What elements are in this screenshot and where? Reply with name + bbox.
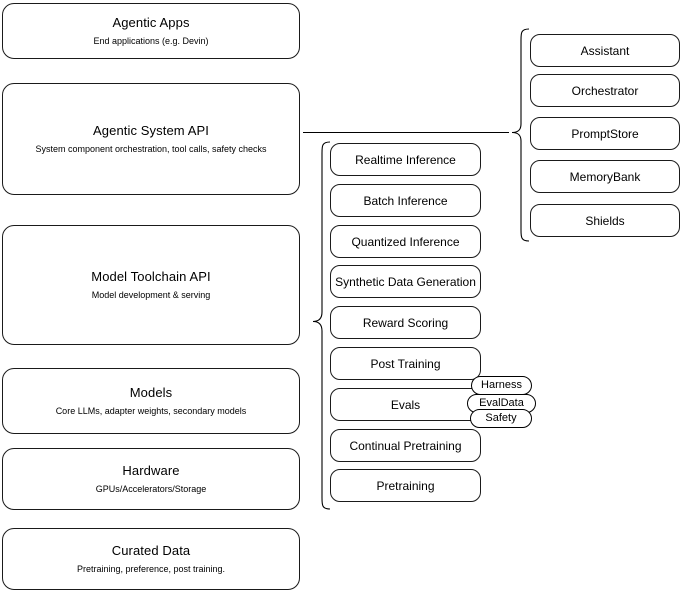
system-component-memorybank[interactable]: MemoryBank bbox=[530, 160, 680, 193]
layer-title: Hardware bbox=[122, 463, 180, 478]
chip-label: Pretraining bbox=[376, 478, 435, 493]
layer-title: Curated Data bbox=[111, 543, 191, 558]
chip-label: Quantized Inference bbox=[351, 234, 460, 249]
chip-label: Evals bbox=[390, 397, 421, 412]
pill-label: EvalData bbox=[479, 397, 524, 409]
chip-label: PromptStore bbox=[571, 126, 639, 141]
chip-label: Assistant bbox=[580, 43, 630, 58]
chip-label: Continual Pretraining bbox=[349, 438, 462, 453]
toolchain-pretraining[interactable]: Pretraining bbox=[330, 469, 481, 502]
layer-subtitle: Model development & serving bbox=[91, 290, 211, 300]
evals-pill-safety[interactable]: Safety bbox=[470, 409, 532, 428]
system-component-shields[interactable]: Shields bbox=[530, 204, 680, 237]
toolchain-components-bracket bbox=[312, 141, 331, 510]
layer-title: Agentic System API bbox=[93, 123, 209, 138]
layer-subtitle: Core LLMs, adapter weights, secondary mo… bbox=[55, 406, 247, 416]
layer-title: Models bbox=[129, 385, 173, 400]
chip-label: Synthetic Data Generation bbox=[335, 274, 476, 289]
layer-curated-data[interactable]: Curated Data Pretraining, preference, po… bbox=[2, 528, 300, 590]
system-component-assistant[interactable]: Assistant bbox=[530, 34, 680, 67]
layer-agentic-apps[interactable]: Agentic Apps End applications (e.g. Devi… bbox=[2, 3, 300, 59]
layer-subtitle: End applications (e.g. Devin) bbox=[93, 36, 209, 46]
toolchain-realtime-inference[interactable]: Realtime Inference bbox=[330, 143, 481, 176]
chip-label: Reward Scoring bbox=[362, 315, 449, 330]
layer-subtitle: System component orchestration, tool cal… bbox=[35, 144, 267, 154]
toolchain-batch-inference[interactable]: Batch Inference bbox=[330, 184, 481, 217]
pill-label: Harness bbox=[481, 379, 522, 391]
system-components-bracket bbox=[511, 28, 530, 242]
toolchain-evals[interactable]: Evals bbox=[330, 388, 481, 421]
chip-label: Orchestrator bbox=[571, 83, 639, 98]
layer-hardware[interactable]: Hardware GPUs/Accelerators/Storage bbox=[2, 448, 300, 510]
chip-label: Post Training bbox=[370, 356, 441, 371]
layer-subtitle: Pretraining, preference, post training. bbox=[76, 564, 226, 574]
evals-pill-harness[interactable]: Harness bbox=[471, 376, 532, 395]
chip-label: Shields bbox=[585, 213, 625, 228]
toolchain-quantized-inference[interactable]: Quantized Inference bbox=[330, 225, 481, 258]
toolchain-continual-pretraining[interactable]: Continual Pretraining bbox=[330, 429, 481, 462]
pill-label: Safety bbox=[485, 412, 517, 424]
layer-title: Model Toolchain API bbox=[91, 269, 211, 284]
toolchain-post-training[interactable]: Post Training bbox=[330, 347, 481, 380]
layer-model-toolchain-api[interactable]: Model Toolchain API Model development & … bbox=[2, 225, 300, 345]
system-component-orchestrator[interactable]: Orchestrator bbox=[530, 74, 680, 107]
chip-label: MemoryBank bbox=[569, 169, 641, 184]
layer-title: Agentic Apps bbox=[112, 15, 190, 30]
toolchain-synthetic-data-generation[interactable]: Synthetic Data Generation bbox=[330, 265, 481, 298]
layer-subtitle: GPUs/Accelerators/Storage bbox=[95, 484, 207, 494]
layer-models[interactable]: Models Core LLMs, adapter weights, secon… bbox=[2, 368, 300, 434]
system-component-promptstore[interactable]: PromptStore bbox=[530, 117, 680, 150]
toolchain-reward-scoring[interactable]: Reward Scoring bbox=[330, 306, 481, 339]
chip-label: Batch Inference bbox=[363, 193, 448, 208]
chip-label: Realtime Inference bbox=[355, 152, 456, 167]
layer-agentic-system-api[interactable]: Agentic System API System component orch… bbox=[2, 83, 300, 195]
